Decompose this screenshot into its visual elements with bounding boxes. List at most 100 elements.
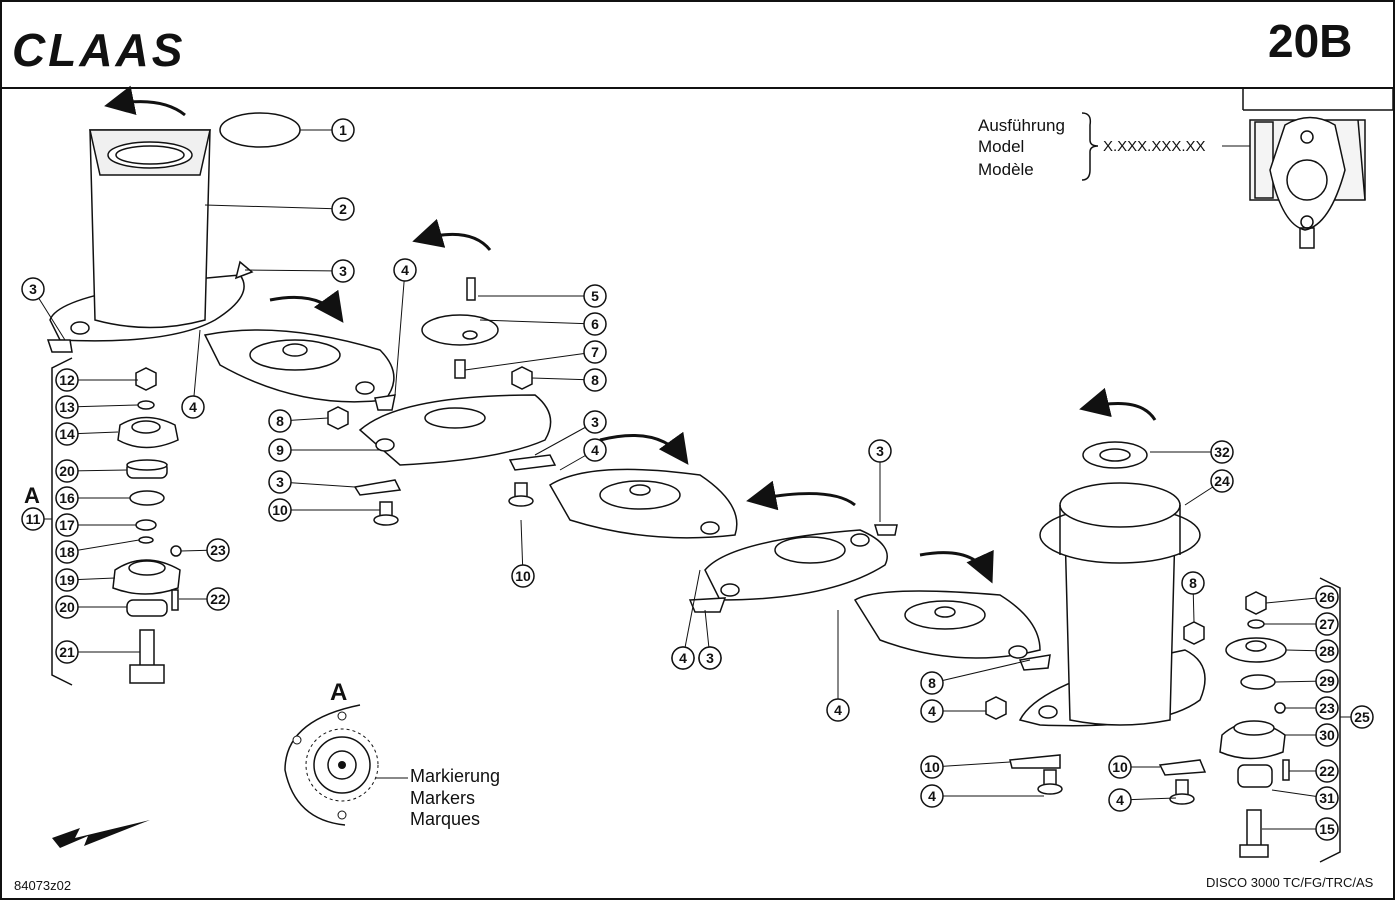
callout-number: 9	[276, 442, 284, 458]
callout-leader	[464, 351, 596, 371]
callout-8: 8	[1181, 571, 1205, 623]
callout-number: 4	[928, 703, 936, 719]
callout-circle	[55, 395, 79, 419]
detail-label-de: Markierung	[410, 766, 500, 786]
callout-circle	[826, 698, 850, 722]
callout-22: 22	[179, 587, 230, 611]
callout-circle	[55, 640, 79, 664]
callout-circle	[55, 422, 79, 446]
callout-23: 23	[180, 538, 230, 562]
callout-circle	[393, 258, 417, 282]
callout-12: 12	[55, 368, 138, 392]
direction-arrow	[52, 820, 150, 848]
callout-circle	[1181, 571, 1205, 595]
variant-label-de: Ausführung	[978, 116, 1065, 135]
callout-circle	[268, 409, 292, 433]
callout-circle	[55, 568, 79, 592]
rotation-arrows	[104, 85, 1157, 584]
callout-32: 32	[1150, 440, 1234, 464]
callout-4: 4	[671, 646, 695, 670]
callout-leader	[394, 269, 406, 396]
callout-number: 27	[1319, 616, 1335, 632]
callout-number: 13	[59, 399, 75, 415]
model-name: DISCO 3000 TC/FG/TRC/AS	[1206, 875, 1374, 890]
callout-leader	[682, 569, 701, 659]
cap-disc	[219, 112, 301, 148]
callout-number: 21	[59, 644, 75, 660]
drum-right	[1018, 441, 1206, 727]
callout-number: 11	[26, 511, 41, 527]
callout-circle	[920, 755, 944, 779]
callout-circle	[1315, 669, 1339, 693]
disc-5	[853, 590, 1041, 659]
callout-17: 17	[55, 513, 136, 537]
callout-circle	[583, 340, 607, 364]
callout-10: 10	[920, 755, 1011, 779]
disc-1	[203, 329, 395, 403]
callout-circle	[331, 118, 355, 142]
callout-circle	[511, 564, 535, 588]
callout-circle	[698, 646, 722, 670]
callout-circle	[55, 486, 79, 510]
callout-number: 4	[834, 702, 842, 718]
type-plate-icon	[1249, 116, 1366, 249]
callout-number: 28	[1319, 643, 1335, 659]
callout-number: 1	[339, 122, 347, 138]
callout-7: 7	[464, 340, 607, 371]
callout-circle	[206, 538, 230, 562]
small-parts	[46, 260, 1207, 805]
callout-number: 30	[1319, 727, 1335, 743]
detail-label-en: Markers	[410, 788, 475, 808]
callout-circle	[1210, 440, 1234, 464]
callout-circle	[1350, 705, 1374, 729]
callout-number: 4	[189, 399, 197, 415]
callout-number: 3	[276, 474, 284, 490]
callout-number: 25	[1354, 709, 1370, 725]
variant-label-fr: Modèle	[978, 160, 1034, 179]
callout-leader	[204, 204, 344, 210]
callout-circle	[21, 277, 45, 301]
callout-circle	[55, 368, 79, 392]
callout-number: 4	[401, 262, 409, 278]
callout-circle	[331, 259, 355, 283]
callout-leader	[66, 539, 140, 553]
callout-number: 8	[928, 675, 936, 691]
callout-circle	[583, 438, 607, 462]
callout-number: 26	[1319, 589, 1335, 605]
callout-circle	[671, 646, 695, 670]
callout-circle	[55, 540, 79, 564]
variant-block: Ausführung Model Modèle X.XXX.XXX.XX	[978, 112, 1252, 181]
callout-number: 22	[1319, 763, 1335, 779]
callout-circle	[206, 587, 230, 611]
callout-circle	[583, 368, 607, 392]
detail-view-a: A Markierung Markers Marques	[284, 679, 500, 829]
callout-11: 11	[21, 507, 52, 531]
callout-8: 8	[531, 368, 607, 392]
callout-number: 19	[59, 572, 75, 588]
callout-circle	[1315, 612, 1339, 636]
callout-leader	[931, 761, 1011, 768]
callout-3: 3	[534, 410, 607, 456]
callout-number: 14	[59, 426, 75, 442]
callout-number: 32	[1214, 444, 1230, 460]
callout-circle	[583, 410, 607, 434]
callout-4: 4	[826, 610, 850, 722]
detail-label-fr: Marques	[410, 809, 480, 829]
callout-circle	[268, 470, 292, 494]
callout-number: 20	[59, 463, 75, 479]
detail-title: A	[330, 679, 347, 706]
callout-21: 21	[55, 640, 140, 664]
callout-circle	[583, 284, 607, 308]
callout-16: 16	[55, 486, 130, 510]
callout-3: 3	[868, 439, 892, 522]
callout-number: 3	[591, 414, 599, 430]
callout-number: 29	[1319, 673, 1335, 689]
callout-8: 8	[268, 409, 329, 433]
callout-circle	[55, 513, 79, 537]
callout-leader	[279, 481, 356, 488]
callout-4: 4	[559, 438, 607, 471]
callout-leader	[192, 329, 201, 408]
callout-3: 3	[244, 259, 355, 283]
